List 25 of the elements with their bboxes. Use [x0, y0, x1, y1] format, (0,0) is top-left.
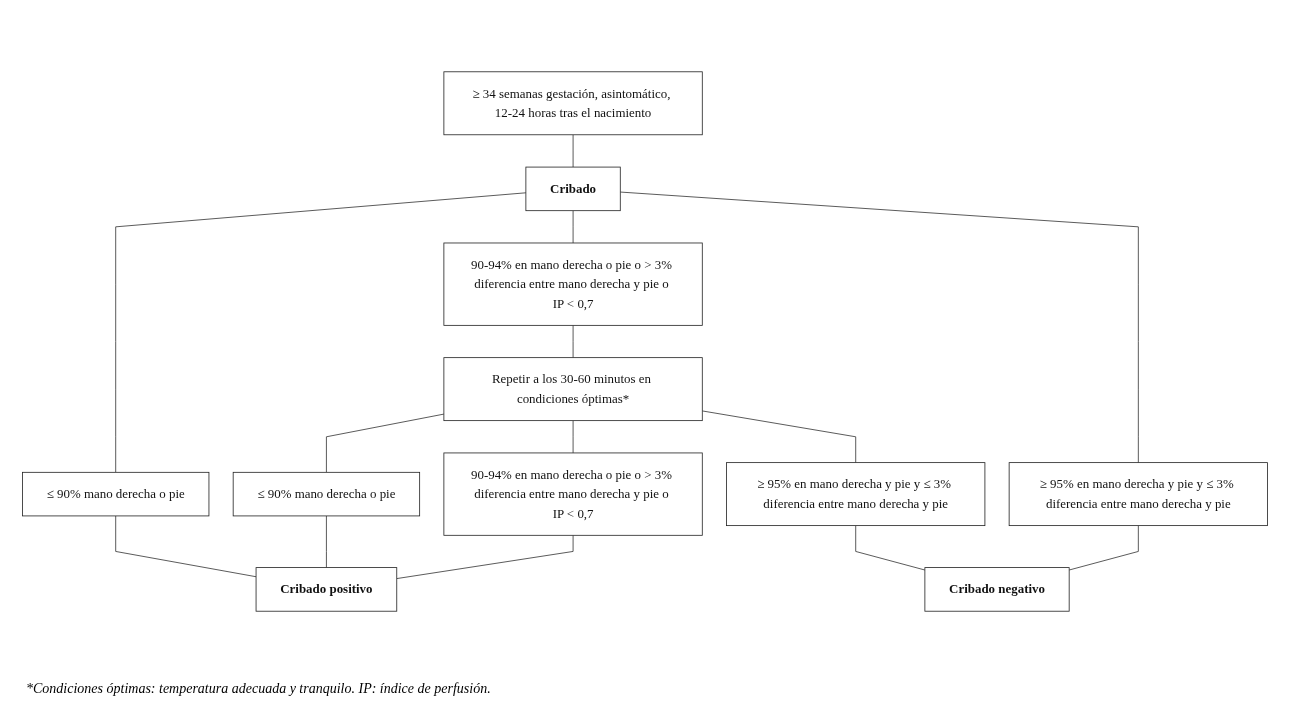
connector — [326, 413, 445, 473]
node-box: ≥ 34 semanas gestación, asintomático, 12-24 horas tras el nacimiento — [443, 71, 703, 136]
node-box: ≤ 90% mano derecha o pie — [232, 471, 421, 517]
node-box: ≥ 95% en mano derecha y pie y ≤ 3% diferencia entre mano derecha y pie — [1008, 462, 1268, 526]
connector — [396, 534, 574, 579]
connector — [115, 192, 527, 473]
connector — [572, 134, 574, 168]
node-box: Cribado negativo — [924, 567, 1070, 612]
connector — [572, 420, 574, 454]
connector — [572, 324, 574, 359]
connector — [115, 515, 257, 578]
connector — [855, 525, 926, 571]
footnote: *Condiciones óptimas: temperatura adecuada y tranquilo. IP: índice de perfusión. — [26, 681, 492, 697]
connector — [326, 515, 327, 568]
connector — [619, 191, 1139, 464]
connector — [1068, 525, 1139, 571]
connector — [572, 210, 574, 244]
node-box: ≥ 95% en mano derecha y pie y ≤ 3% diferencia entre mano derecha y pie — [726, 462, 986, 526]
node-box: 90-94% en mano derecha o pie o > 3% diferencia entre mano derecha y pie o IP < 0,7 — [443, 452, 703, 536]
node-box: Cribado — [525, 166, 621, 212]
node-box: Cribado positivo — [255, 567, 398, 612]
node-box: Repetir a los 30-60 minutos en condiciones óptimas* — [443, 357, 703, 422]
node-box: ≤ 90% mano derecha o pie — [22, 471, 210, 517]
node-box: 90-94% en mano derecha o pie o > 3% diferencia entre mano derecha y pie o IP < 0,7 — [443, 242, 703, 326]
connector — [701, 410, 857, 464]
